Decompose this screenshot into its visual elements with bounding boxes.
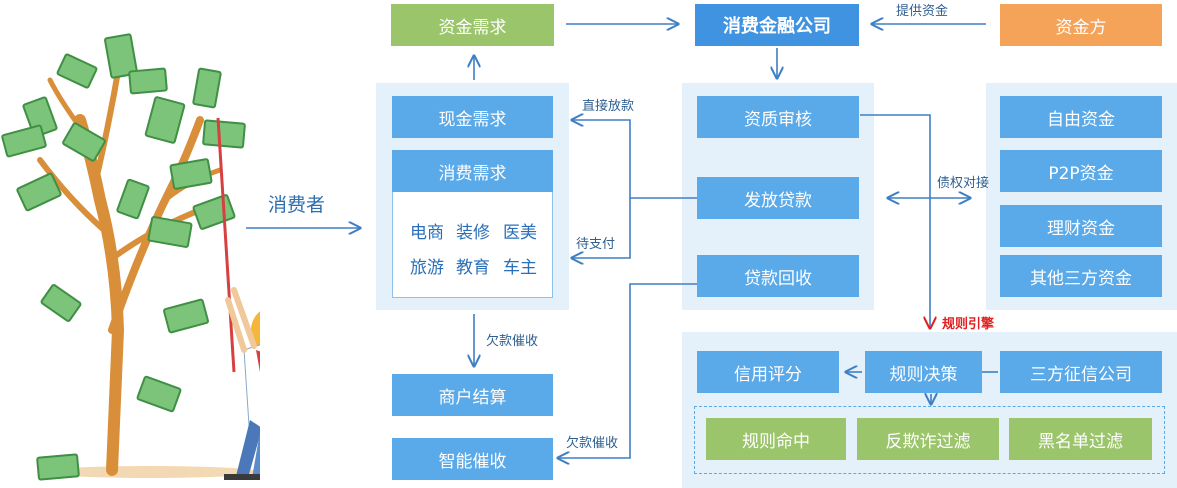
consumer-finance-company-box: 消费金融公司 <box>695 4 859 46</box>
filter-container <box>694 406 1165 474</box>
direct-lending-label: 直接放款 <box>582 99 635 114</box>
cash-demand-box: 现金需求 <box>392 96 553 138</box>
consumption-item-medical-beauty: 医美 <box>503 223 537 243</box>
person-figure <box>224 287 260 480</box>
fund-box-own: 自由资金 <box>1000 96 1162 138</box>
fund-box-wealth: 理财资金 <box>1000 205 1162 247</box>
rule-decision-box: 规则决策 <box>865 351 982 393</box>
arrow-to-rule-engine <box>860 114 930 328</box>
arrow-direct-lending <box>572 120 697 199</box>
consumer-label: 消费者 <box>268 194 326 216</box>
loan-recovery-box: 贷款回收 <box>697 255 859 297</box>
fund-box-p2p: P2P资金 <box>1000 150 1162 192</box>
debt-matching-label: 债权对接 <box>937 176 990 191</box>
money-tree-illustration <box>1 33 260 481</box>
blacklist-box: 黑名单过滤 <box>1009 418 1152 460</box>
overdue-collection-label-2: 欠款催收 <box>566 436 619 451</box>
consumption-item-education: 教育 <box>456 258 490 278</box>
overdue-collection-label-1: 欠款催收 <box>486 334 539 349</box>
third-party-credit-box: 三方征信公司 <box>1000 351 1162 393</box>
tree-branch <box>37 157 107 233</box>
provide-funds-label: 提供资金 <box>896 4 949 19</box>
loan-issuance-box: 发放贷款 <box>697 177 859 219</box>
arrow-collection <box>558 283 697 458</box>
consumption-demand-box: 消费需求 <box>392 150 553 192</box>
picking-pole <box>216 117 236 373</box>
consumption-item-travel: 旅游 <box>410 258 444 278</box>
fund-box-third-party: 其他三方资金 <box>1000 255 1162 297</box>
anti-fraud-box: 反欺诈过滤 <box>857 418 999 460</box>
qualification-review-box: 资质审核 <box>697 96 859 138</box>
rule-engine-label: 规则引擎 <box>942 317 995 332</box>
capital-demand-box: 资金需求 <box>391 4 554 46</box>
rule-hit-box: 规则命中 <box>706 418 846 460</box>
consumption-item-renovation: 装修 <box>456 223 490 243</box>
ground-shadow <box>40 466 260 478</box>
merchant-settlement-box: 商户结算 <box>392 374 553 416</box>
arrow-pending-payment <box>572 198 631 258</box>
consumption-items-box <box>392 190 553 298</box>
money-notes <box>1 33 246 481</box>
consumption-item-ecommerce: 电商 <box>410 223 444 243</box>
credit-score-box: 信用评分 <box>697 351 839 393</box>
smart-collection-box: 智能催收 <box>392 438 553 480</box>
consumption-item-car-owner: 车主 <box>503 258 537 278</box>
fund-provider-box: 资金方 <box>1000 4 1162 46</box>
pending-payment-label: 待支付 <box>576 237 616 252</box>
